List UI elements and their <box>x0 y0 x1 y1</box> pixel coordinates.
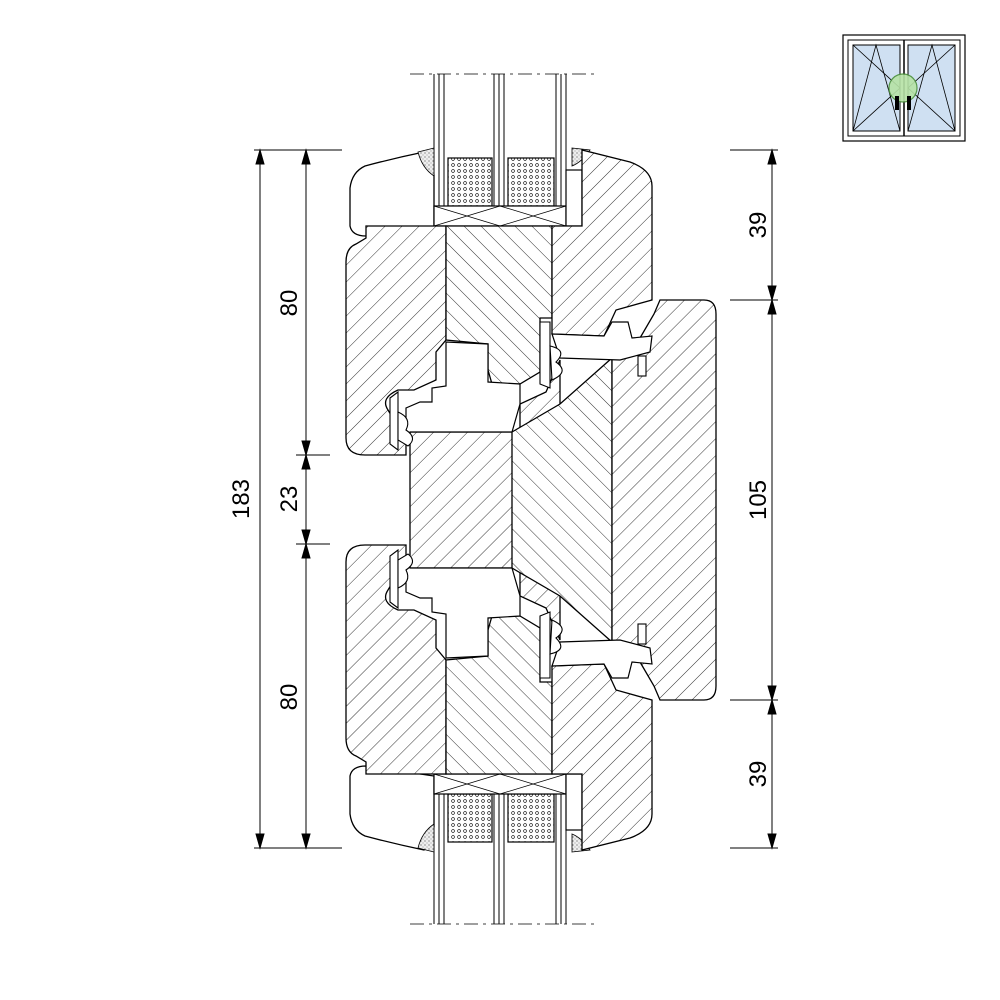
spacers-bottom <box>433 773 583 843</box>
dimension-lines-right <box>730 148 778 850</box>
mullion-cover-strip <box>611 299 717 701</box>
double-casement-tilt-turn-window-icon <box>842 34 966 142</box>
dimension-label-bottom-39: 39 <box>745 761 772 788</box>
glazing-bead-top <box>349 151 435 237</box>
dimension-label-upper-80: 80 <box>276 290 303 317</box>
dimension-label-top-39: 39 <box>745 212 772 239</box>
lower-sash-inner <box>551 663 653 851</box>
dimension-lines-left <box>254 148 342 850</box>
gaskets <box>389 321 647 679</box>
upper-sash-left-profile <box>345 225 447 456</box>
hardware-channel-top <box>551 321 653 361</box>
glazing-bead-bottom <box>349 765 435 851</box>
dimension-label-105: 105 <box>745 480 772 520</box>
lower-sash-left-profile <box>345 544 447 775</box>
highlight-marker <box>888 73 918 103</box>
rebate-channel-bottom <box>405 559 521 659</box>
sealant-bottom-left <box>417 823 435 853</box>
sealant-top-left <box>417 147 435 177</box>
dimension-label-23: 23 <box>276 486 303 513</box>
upper-sash-inner <box>551 149 653 337</box>
dimension-label-183: 183 <box>228 479 255 519</box>
spacers-top <box>433 157 583 227</box>
rebate-channel-top <box>405 341 521 441</box>
dimension-label-lower-80: 80 <box>276 684 303 711</box>
hardware-channel-bottom <box>551 639 653 679</box>
